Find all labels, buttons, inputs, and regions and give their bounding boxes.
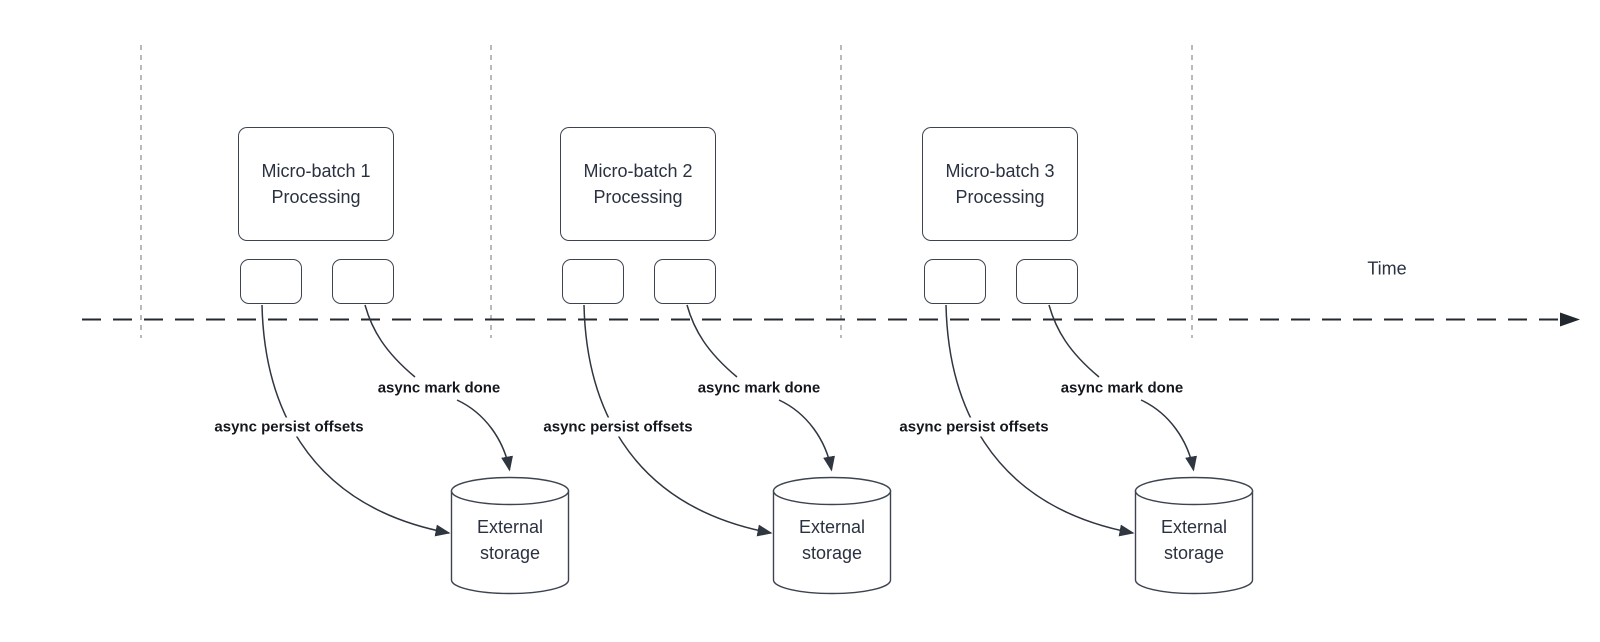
process-box-label: Micro-batch 1 Processing	[261, 161, 371, 207]
persist-offsets-arrow	[945, 304, 1135, 537]
persist-offsets-arrow	[261, 304, 451, 537]
mark-done-arrow-lower	[456, 399, 513, 472]
time-axis-label: Time	[1367, 258, 1407, 279]
persist-offsets-arrow	[583, 304, 773, 537]
mark-done-arrow-upper	[1048, 304, 1100, 378]
external-storage-label: External storage	[798, 517, 866, 563]
micro-batch-2-persist-task-box	[562, 259, 624, 304]
process-box-label: Micro-batch 3 Processing	[945, 161, 1055, 207]
micro-batch-2-process-box: Micro-batch 2 Processing	[560, 127, 716, 241]
mark-done-label: async mark done	[693, 378, 825, 398]
mark-done-arrow-lower	[778, 399, 835, 472]
external-storage-cylinder-body	[772, 490, 892, 595]
mark-done-arrow-lower	[1140, 399, 1197, 472]
mark-done-label: async mark done	[373, 378, 505, 398]
external-storage-label: External storage	[1160, 517, 1228, 563]
micro-batch-1-edges	[261, 304, 570, 595]
micro-batch-3-process-box: Micro-batch 3 Processing	[922, 127, 1078, 241]
external-storage-cylinder-top	[450, 476, 570, 506]
micro-batch-1-persist-task-box	[240, 259, 302, 304]
mark-done-label: async mark done	[1056, 378, 1188, 398]
micro-batch-3-persist-task-box	[924, 259, 986, 304]
time-axis-arrowhead-icon	[1560, 312, 1580, 327]
mark-done-arrow-upper	[686, 304, 738, 378]
persist-offsets-label: async persist offsets	[895, 417, 1053, 437]
external-storage-cylinder-body	[1134, 490, 1254, 595]
external-storage-cylinder-body	[450, 490, 570, 595]
micro-batch-3-done-task-box	[1016, 259, 1078, 304]
external-storage-cylinder-top	[772, 476, 892, 506]
persist-offsets-label: async persist offsets	[539, 417, 697, 437]
process-box-label: Micro-batch 2 Processing	[583, 161, 693, 207]
micro-batch-3-edges	[945, 304, 1254, 595]
micro-batch-1-done-task-box	[332, 259, 394, 304]
persist-offsets-label: async persist offsets	[210, 417, 368, 437]
micro-batch-1-process-box: Micro-batch 1 Processing	[238, 127, 394, 241]
micro-batch-2-edges	[583, 304, 892, 595]
external-storage-label: External storage	[476, 517, 544, 563]
mark-done-arrow-upper	[364, 304, 416, 378]
micro-batch-2-done-task-box	[654, 259, 716, 304]
external-storage-cylinder-top	[1134, 476, 1254, 506]
